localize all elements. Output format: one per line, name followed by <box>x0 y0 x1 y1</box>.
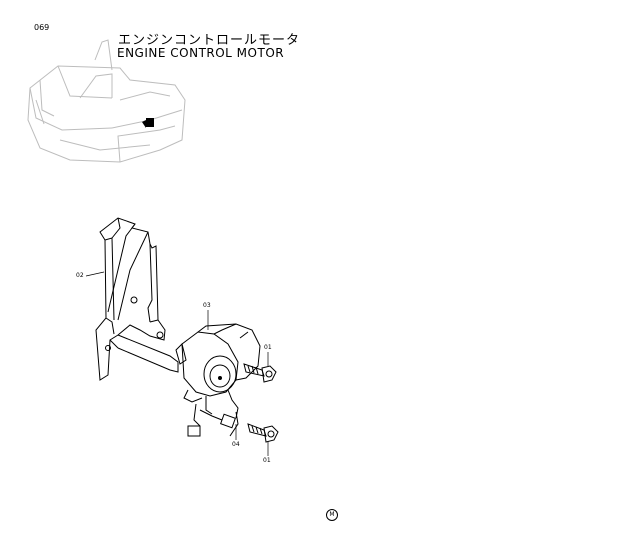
callout-02: 02 <box>76 272 84 279</box>
footer-mark: M <box>326 509 338 521</box>
highlight-marker <box>142 118 154 128</box>
title-english: ENGINE CONTROL MOTOR <box>117 46 285 60</box>
bracket <box>95 217 166 381</box>
bolt-lower <box>247 423 279 443</box>
excavator-overview <box>27 39 186 163</box>
motor <box>175 323 261 419</box>
callout-03: 03 <box>203 302 211 309</box>
callout-01-upper: 01 <box>264 344 272 351</box>
leader-02 <box>85 271 105 277</box>
connector <box>187 403 239 437</box>
mounting-plate <box>109 334 179 373</box>
title-japanese: エンジンコントロールモータ <box>118 33 301 48</box>
callout-01-lower: 01 <box>263 457 271 464</box>
page-number: 069 <box>34 23 50 32</box>
callout-04: 04 <box>232 441 240 448</box>
bolt-upper <box>243 363 277 383</box>
